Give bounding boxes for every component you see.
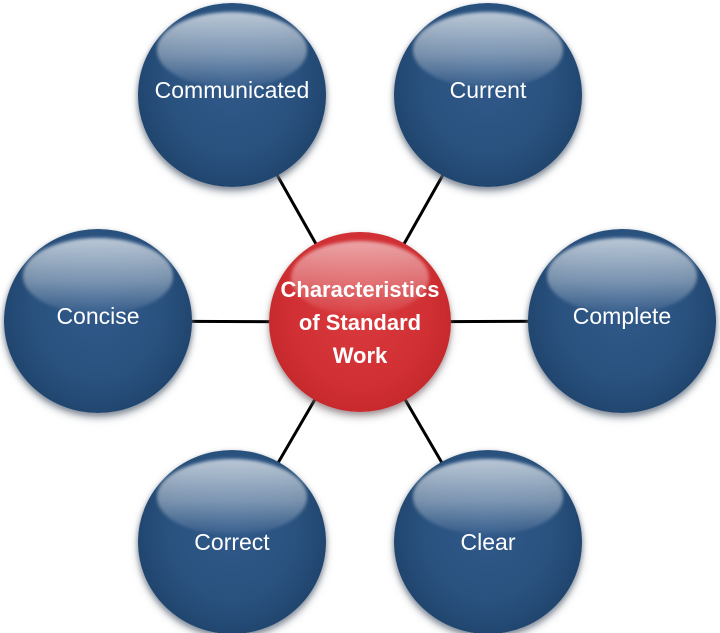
- node-center-characteristics: Characteristics of Standard Work: [269, 232, 451, 412]
- node-complete: Complete: [528, 229, 716, 413]
- node-label-clear: Clear: [460, 528, 516, 555]
- node-label-communicated: Communicated: [154, 76, 310, 103]
- center-node-label: Characteristics of Standard Work: [280, 276, 440, 368]
- node-clear: Clear: [394, 450, 582, 633]
- gloss-highlight-icon: [412, 459, 564, 535]
- node-correct: Correct: [138, 450, 326, 633]
- node-label-correct: Correct: [194, 528, 270, 555]
- node-label-complete: Complete: [572, 302, 672, 329]
- node-communicated: Communicated: [138, 3, 326, 187]
- node-concise: Concise: [4, 229, 192, 413]
- node-label-concise: Concise: [56, 302, 140, 329]
- node-current: Current: [394, 3, 582, 187]
- node-label-current: Current: [449, 76, 527, 103]
- gloss-highlight-icon: [156, 459, 308, 535]
